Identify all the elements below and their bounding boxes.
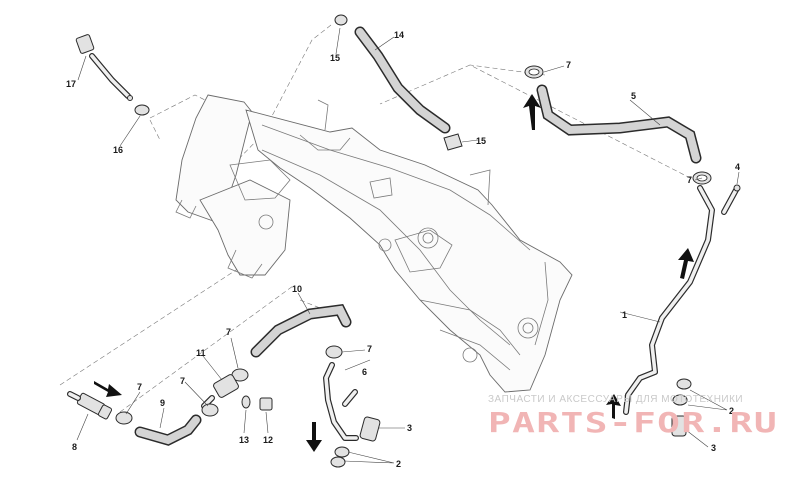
breather-pipe-1	[623, 185, 715, 415]
clamp-7-center	[325, 345, 343, 359]
hose-5	[536, 84, 702, 164]
grommet-13	[241, 395, 251, 409]
bolt-near-6	[342, 389, 358, 407]
fitting-8	[67, 391, 113, 420]
banjo-bolt-3-right	[671, 378, 692, 437]
flow-arrow-up-top	[523, 94, 541, 130]
callout-11: 11	[196, 348, 206, 358]
callout-14: 14	[394, 30, 404, 40]
callout-10: 10	[292, 284, 302, 294]
bolt-4	[721, 184, 741, 215]
callout-9: 9	[160, 398, 165, 408]
callout-2-center: 2	[396, 459, 401, 469]
watermark: ЗАПЧАСТИ И АКСЕССУАРЫ ДЛЯ МОТОТЕХНИКИ PA…	[488, 394, 778, 439]
callout-17: 17	[66, 79, 76, 89]
clamp-15-mid	[443, 133, 463, 151]
flow-arrow-down	[306, 422, 322, 452]
hose-14	[354, 26, 451, 134]
pipe-6	[323, 362, 359, 441]
callout-6: 6	[362, 367, 367, 377]
clamp-7-right	[692, 171, 712, 185]
callout-labels: 1 2 2 3 3 4 5 6 7 7 7 7 7 7 8 9 10 11 12…	[66, 30, 740, 469]
callout-16: 16	[113, 145, 123, 155]
flow-arrow-up-right	[678, 248, 694, 279]
clamp-15-top	[334, 14, 348, 26]
callout-15-mid: 15	[476, 136, 486, 146]
callout-7-right: 7	[687, 175, 692, 185]
callout-4: 4	[735, 162, 740, 172]
clamp-7-lower	[201, 403, 219, 417]
motorcycle-frame	[175, 94, 573, 393]
callout-7-upper: 7	[566, 60, 571, 70]
callout-3-right: 3	[711, 443, 716, 453]
clamp-7-upper	[524, 65, 544, 79]
leader-lines	[76, 27, 740, 464]
callout-3-center: 3	[407, 423, 412, 433]
callout-5: 5	[631, 91, 636, 101]
watermark-logo: PARTS-FOR.RU	[488, 406, 778, 439]
callout-15-top: 15	[330, 53, 340, 63]
hose-9	[134, 414, 202, 446]
callout-7-center: 7	[367, 344, 372, 354]
dipstick-17	[75, 34, 133, 101]
clamp-7-left-bottom	[115, 411, 133, 425]
callout-8: 8	[72, 442, 77, 452]
callout-12: 12	[263, 435, 273, 445]
callout-13: 13	[239, 435, 249, 445]
flow-arrow-right	[94, 381, 122, 397]
callout-7-left-bottom: 7	[137, 382, 142, 392]
cap-12	[259, 397, 273, 411]
callout-2-right: 2	[729, 406, 734, 416]
flow-arrow-up-bottom	[606, 394, 621, 419]
o-ring-16	[134, 104, 150, 116]
callout-7-lower: 7	[180, 376, 185, 386]
callout-1: 1	[622, 310, 627, 320]
banjo-bolt-3-center	[330, 416, 381, 468]
valve-11	[201, 374, 239, 409]
callout-7-left: 7	[226, 327, 231, 337]
watermark-caption: ЗАПЧАСТИ И АКСЕССУАРЫ ДЛЯ МОТОТЕХНИКИ	[488, 394, 743, 405]
